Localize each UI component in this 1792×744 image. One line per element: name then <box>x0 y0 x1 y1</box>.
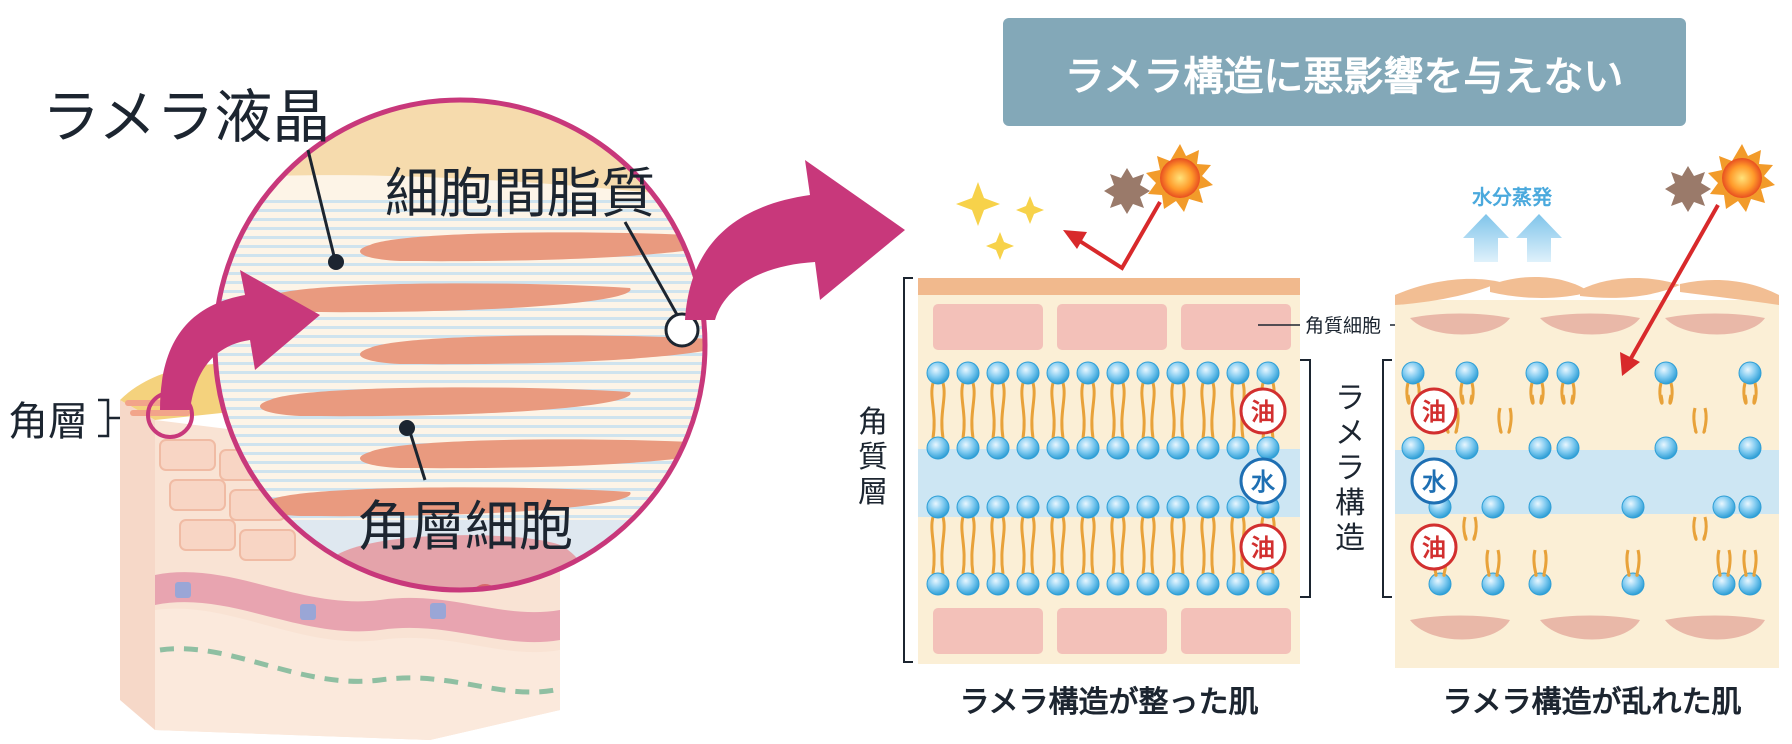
svg-text:水: 水 <box>1251 468 1276 496</box>
stratum-corneum-label: 角層 <box>8 399 88 445</box>
sun-icon <box>1146 144 1213 212</box>
corneocyte-cell-label: 角質細胞 <box>1305 315 1381 337</box>
svg-text:油: 油 <box>1251 534 1275 562</box>
water-badge: 水 <box>1239 457 1287 505</box>
svg-text:角: 角 <box>858 405 888 440</box>
oil-badge: 油 <box>1410 523 1458 571</box>
zoom-arrow-2 <box>685 160 905 320</box>
up-arrow-icon <box>1463 214 1562 262</box>
penetrating-arrow-icon <box>1620 204 1720 376</box>
disordered-skin-caption: ラメラ構造が乱れた肌 <box>1442 685 1741 720</box>
disordered-skin-panel <box>1395 276 1779 668</box>
svg-text:メ: メ <box>1335 416 1365 451</box>
dust-icon-right <box>1665 166 1711 212</box>
banner-text: ラメラ構造に悪影響を与えない <box>1065 54 1624 100</box>
svg-text:油: 油 <box>1422 398 1446 426</box>
zoom-arrow-1 <box>160 270 320 410</box>
water-badge: 水 <box>1410 457 1458 505</box>
svg-text:ラ: ラ <box>1335 381 1365 416</box>
svg-text:造: 造 <box>1335 521 1365 556</box>
dust-icon <box>1104 168 1150 214</box>
banner <box>1003 18 1686 126</box>
intercellular-lipid-label: 細胞間脂質 <box>385 162 655 225</box>
svg-text:層: 層 <box>858 475 888 510</box>
svg-text:油: 油 <box>1251 398 1275 426</box>
svg-text:構: 構 <box>1335 486 1365 521</box>
oil-badge: 油 <box>1410 387 1458 435</box>
healthy-skin-panel <box>918 278 1300 664</box>
stratum-corneum-vertical-label: 角 質 層 <box>858 405 888 510</box>
svg-text:水: 水 <box>1422 468 1447 496</box>
lamellar-structure-vertical-label: ラ メ ラ 構 造 <box>1335 381 1365 556</box>
sparkle-icon <box>956 182 1044 260</box>
svg-text:ラ: ラ <box>1335 451 1365 486</box>
oil-badge: 油 <box>1239 387 1287 435</box>
corneocyte-label: 角層細胞 <box>357 495 573 558</box>
red-arrow-icon <box>1063 201 1162 271</box>
lamellar-liquid-crystal-label: ラメラ液晶 <box>42 83 330 151</box>
healthy-skin-caption: ラメラ構造が整った肌 <box>959 685 1258 720</box>
sun-icon-right <box>1708 144 1775 212</box>
oil-badge: 油 <box>1239 523 1287 571</box>
svg-text:油: 油 <box>1422 534 1446 562</box>
svg-text:質: 質 <box>858 440 888 475</box>
water-evaporation-label: 水分蒸発 <box>1472 185 1553 209</box>
